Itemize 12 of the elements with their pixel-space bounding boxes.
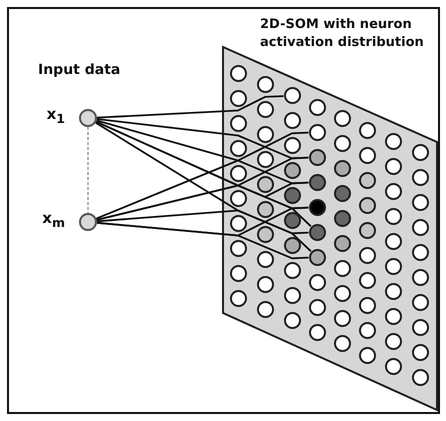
dashed-line — [87, 127, 89, 213]
connection-line — [95, 122, 312, 252]
connection-line — [96, 132, 309, 220]
connection-line — [96, 120, 312, 227]
connection-line — [96, 222, 309, 260]
input-variable-label: x$_{1}$ — [46, 105, 65, 126]
input-variable-label: x$_{m}$ — [42, 209, 65, 230]
input-heading: Input data — [38, 62, 120, 78]
connection-line — [96, 182, 309, 221]
connection-line — [96, 206, 309, 223]
grid-title: 2D-SOM with neuron activation distribution — [260, 16, 425, 52]
connection-line — [96, 95, 284, 118]
